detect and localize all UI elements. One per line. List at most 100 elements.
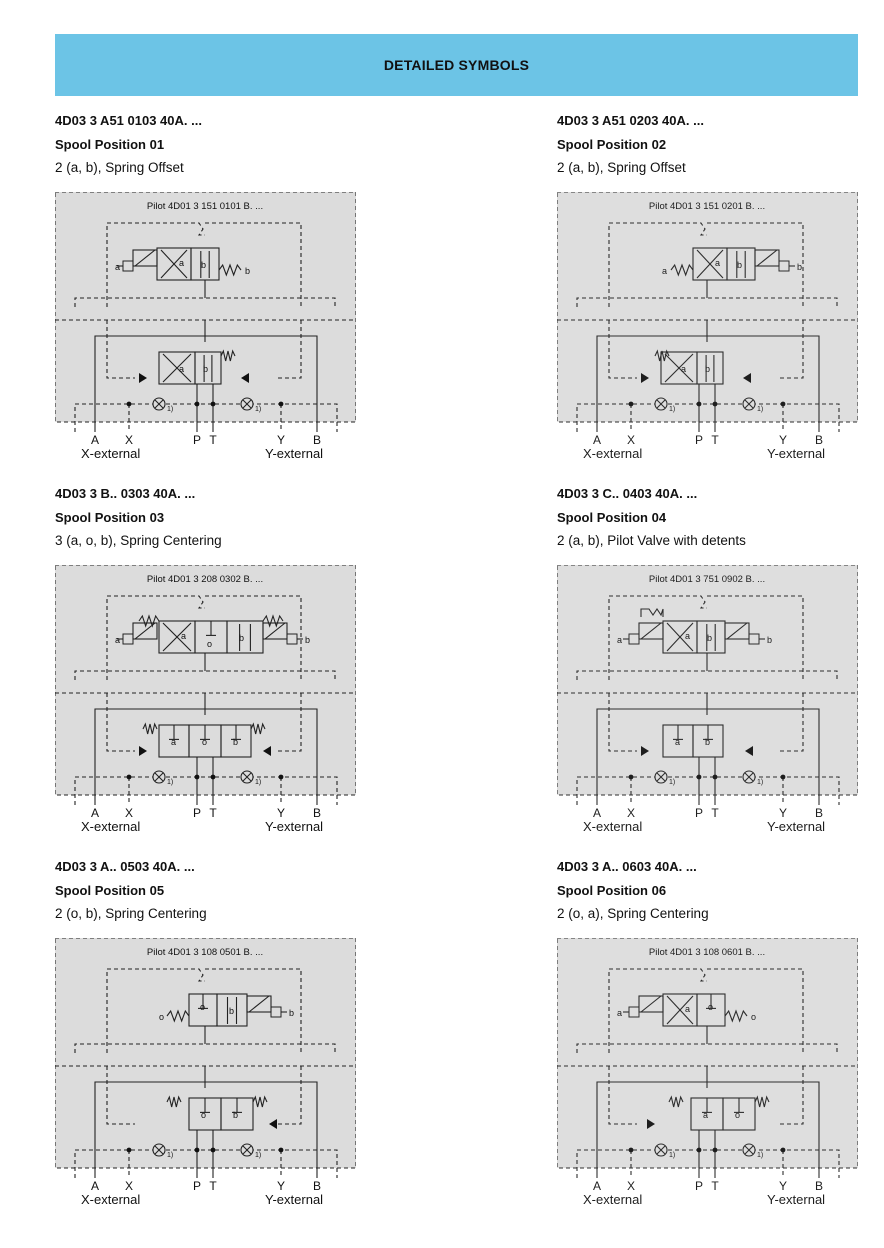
port-label-3: T bbox=[209, 1179, 217, 1193]
spring-o bbox=[724, 1009, 748, 1023]
pilot-arrow-b bbox=[745, 746, 753, 756]
box-a-label: a bbox=[181, 631, 186, 641]
junction-dot-0 bbox=[126, 401, 132, 407]
junction-dot-1 bbox=[696, 1147, 702, 1153]
pilot-line-b bbox=[277, 320, 302, 379]
main-spring-a bbox=[166, 1095, 182, 1108]
spring-b bbox=[218, 263, 242, 277]
junction-dot-0 bbox=[628, 401, 634, 407]
port-label-1: X bbox=[125, 1179, 133, 1193]
main-spring-a bbox=[142, 722, 158, 735]
box-a-label: a bbox=[685, 631, 690, 641]
y-external-label: Y-external bbox=[265, 819, 323, 834]
model-code: 4D03 3 C.. 0403 40A. ... bbox=[557, 486, 698, 501]
plug-b bbox=[270, 1006, 287, 1018]
pilot-box-o bbox=[696, 993, 726, 1027]
spool-description: 2 (a, b), Spring Offset bbox=[557, 160, 686, 175]
y-external-label: Y-external bbox=[767, 1192, 825, 1207]
side-b-label: b bbox=[767, 635, 772, 645]
side-b-label: b bbox=[305, 635, 310, 645]
diagram-frame bbox=[55, 938, 356, 1169]
x-external-label: X-external bbox=[81, 1192, 140, 1207]
orifice-left-footnote: 1) bbox=[669, 406, 675, 413]
pilot-return-line bbox=[707, 595, 804, 680]
pilot-return-line bbox=[205, 222, 302, 307]
spool-position: Spool Position 05 bbox=[55, 883, 165, 898]
symbol-card: 4D03 3 A.. 0603 40A. ...Spool Position 0… bbox=[557, 859, 877, 1209]
main-box-b-label: b bbox=[705, 364, 710, 374]
pilot-arrow-a bbox=[641, 746, 649, 756]
port-label-5: B bbox=[815, 433, 823, 447]
port-label-1: X bbox=[627, 433, 635, 447]
junction-dot-0 bbox=[126, 774, 132, 780]
main-box-b-frame bbox=[692, 724, 724, 758]
main-spring bbox=[220, 349, 236, 362]
external-line bbox=[576, 1149, 840, 1178]
orifice-left-footnote: 1) bbox=[669, 1152, 675, 1159]
main-spring bbox=[654, 349, 670, 362]
spool-description: 2 (a, b), Spring Offset bbox=[55, 160, 184, 175]
box-b-label: b bbox=[737, 260, 742, 270]
port-label-5: B bbox=[313, 806, 321, 820]
diagram-frame bbox=[557, 565, 858, 796]
external-line bbox=[576, 403, 840, 432]
external-line bbox=[576, 776, 840, 805]
y-external-label: Y-external bbox=[767, 819, 825, 834]
junction-dot-1 bbox=[194, 1147, 200, 1153]
external-line bbox=[74, 776, 338, 805]
main-ab-lines bbox=[94, 1081, 318, 1178]
junction-dot-0 bbox=[126, 1147, 132, 1153]
box-o-label: o bbox=[207, 639, 212, 649]
junction-dot-1 bbox=[194, 774, 200, 780]
orifice-right-footnote: 1) bbox=[757, 406, 763, 413]
port-label-4: Y bbox=[779, 806, 787, 820]
plug-a bbox=[117, 260, 134, 272]
model-code: 4D03 3 A.. 0603 40A. ... bbox=[557, 859, 697, 874]
spool-description: 2 (o, a), Spring Centering bbox=[557, 906, 709, 921]
pilot-drain-line bbox=[106, 595, 205, 680]
x-external-label: X-external bbox=[583, 1192, 642, 1207]
box-b-label: b bbox=[229, 1006, 234, 1016]
pilot-label: Pilot 4D01 3 108 0501 B. ... bbox=[147, 947, 263, 958]
diagram-frame bbox=[557, 938, 858, 1169]
box-b-label: b bbox=[239, 633, 244, 643]
pilot-line-a bbox=[106, 320, 135, 379]
main-ab-lines bbox=[94, 335, 318, 432]
side-b-label: b bbox=[289, 1008, 294, 1018]
pilot-arrow-b bbox=[269, 1119, 277, 1129]
box-a-label: a bbox=[715, 258, 720, 268]
pilot-drain-line bbox=[608, 968, 707, 1053]
pilot-line-b bbox=[779, 320, 804, 379]
port-label-5: B bbox=[815, 806, 823, 820]
orifice-left-footnote: 1) bbox=[167, 406, 173, 413]
pilot-supply-line bbox=[576, 670, 838, 680]
pilot-return-line bbox=[205, 968, 302, 1053]
main-ab-lines bbox=[94, 708, 318, 805]
junction-dot-2 bbox=[712, 401, 718, 407]
plug-b bbox=[286, 633, 303, 645]
pilot-arrow-a bbox=[641, 373, 649, 383]
pilot-line-a bbox=[608, 320, 637, 379]
side-a-label: a bbox=[662, 266, 667, 276]
port-label-3: T bbox=[209, 806, 217, 820]
main-box-a-label: a bbox=[179, 364, 184, 374]
pilot-label: Pilot 4D01 3 151 0201 B. ... bbox=[649, 201, 765, 212]
solenoid-b bbox=[724, 622, 750, 640]
symbol-card: 4D03 3 C.. 0403 40A. ...Spool Position 0… bbox=[557, 486, 877, 836]
junction-dot-1 bbox=[696, 774, 702, 780]
solenoid-b bbox=[262, 622, 288, 640]
port-label-0: A bbox=[593, 433, 601, 447]
port-label-2: P bbox=[695, 1179, 703, 1193]
section-banner: DETAILED SYMBOLS bbox=[55, 34, 858, 96]
port-label-0: A bbox=[593, 806, 601, 820]
symbol-card: 4D03 3 B.. 0303 40A. ...Spool Position 0… bbox=[55, 486, 375, 836]
solenoid-b bbox=[246, 995, 272, 1013]
x-external-label: X-external bbox=[81, 819, 140, 834]
junction-dot-2 bbox=[712, 1147, 718, 1153]
